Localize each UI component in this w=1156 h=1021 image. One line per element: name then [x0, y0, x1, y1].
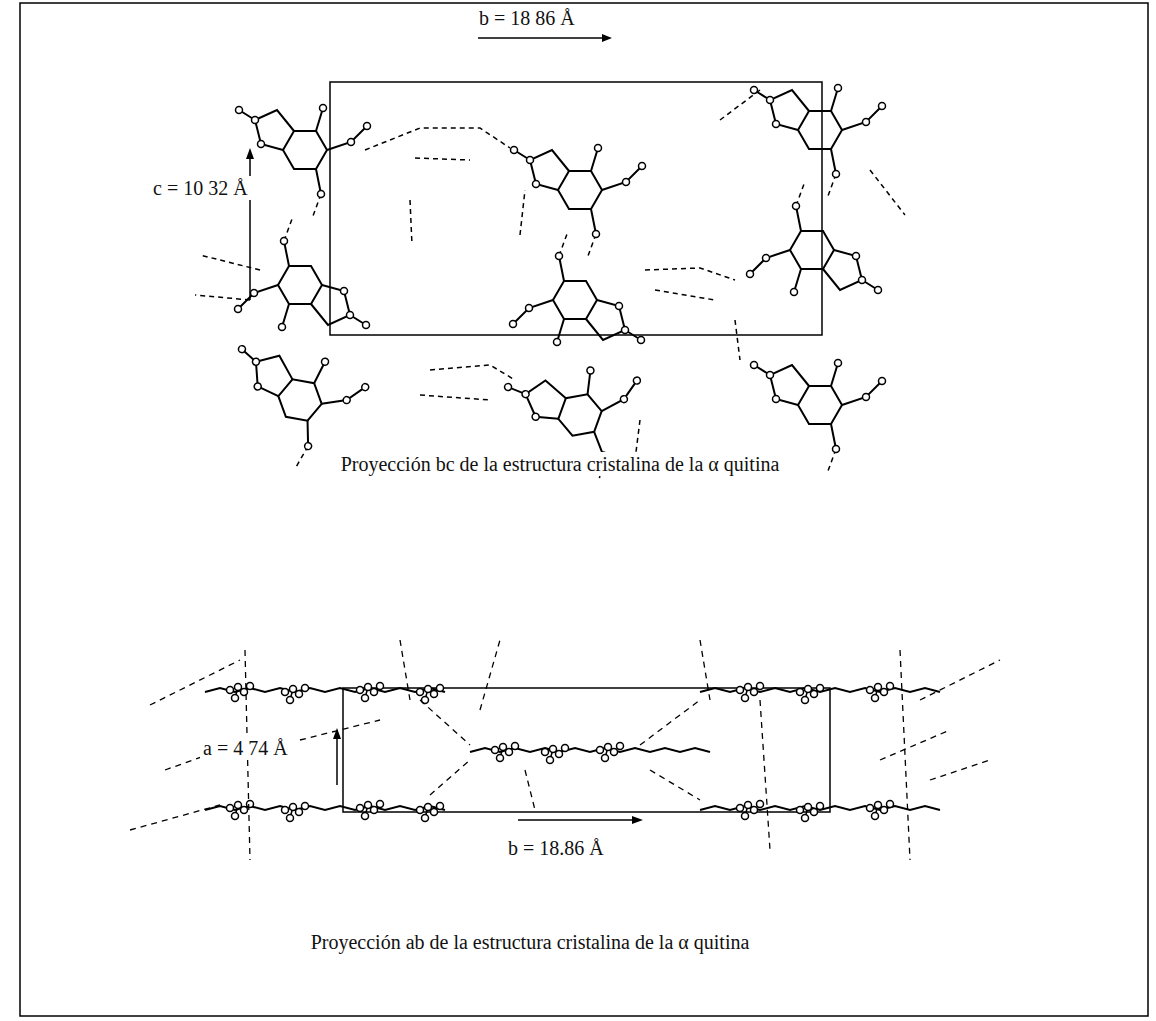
dimension-label: b = 18.86 Å	[505, 836, 607, 860]
figure-caption: Proyección ab de la estructura cristalin…	[308, 930, 753, 954]
dimension-label: b = 18 86 Å	[476, 6, 578, 30]
dimension-label: c = 10 32 Å	[150, 176, 251, 200]
dimension-label: a = 4 74 Å	[200, 736, 291, 760]
figure-caption: Proyección bc de la estructura cristalin…	[338, 452, 783, 476]
